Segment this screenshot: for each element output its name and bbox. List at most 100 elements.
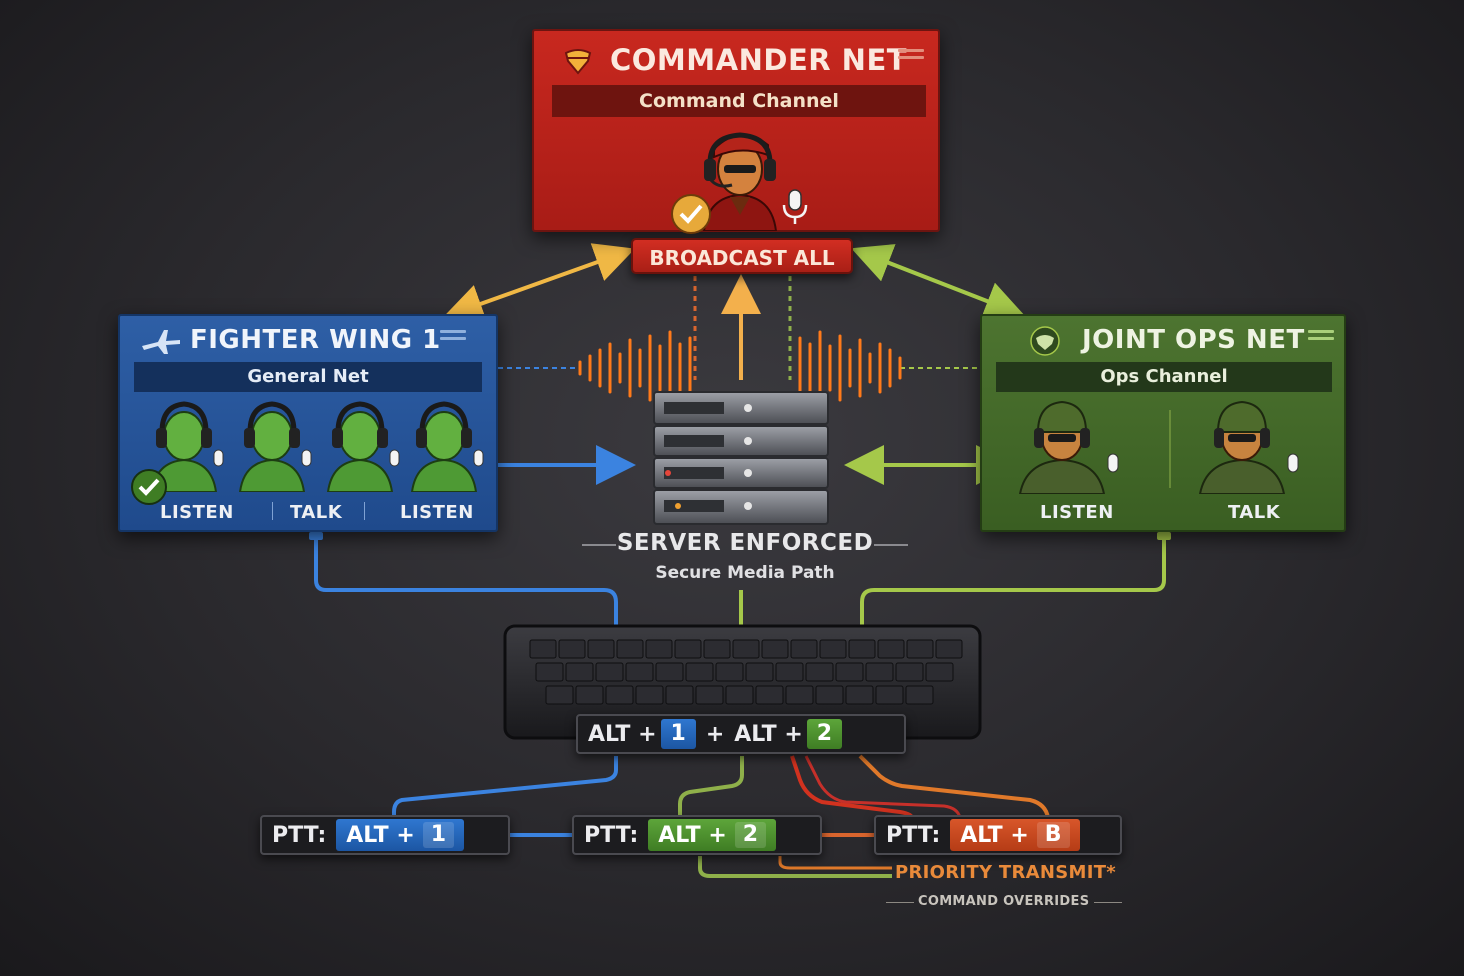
role-divider [364, 502, 365, 520]
joint-ops-subtitle: Ops Channel [996, 362, 1332, 392]
menu-icon[interactable] [898, 49, 924, 63]
priority-transmit-label: PRIORITY TRANSMIT* [895, 862, 1116, 883]
keyboard-key [565, 662, 594, 682]
commander-net-title: COMMANDER NET [610, 43, 908, 77]
ptt-label: PTT: [272, 822, 327, 848]
jack-green [1157, 532, 1171, 540]
keyboard-key [935, 639, 963, 659]
microphone-icon [1107, 453, 1119, 473]
keyboard-key [805, 662, 834, 682]
keyboard-key [685, 662, 714, 682]
keyboard-key [755, 685, 784, 705]
ptt-button-1[interactable]: PTT: ALT + 1 [260, 815, 510, 855]
ptt-mod: ALT + [346, 822, 415, 848]
ptt-mod: ALT + [658, 822, 727, 848]
keyboard-key [785, 685, 814, 705]
keyboard-key [595, 662, 624, 682]
wire-fighter-keyboard [314, 532, 618, 626]
ptt-key[interactable]: 2 [734, 822, 767, 848]
keyboard-key [587, 639, 615, 659]
keyboard-key [845, 685, 874, 705]
check-badge-icon [671, 194, 711, 234]
keyboard-key [545, 685, 574, 705]
keyboard-key [695, 685, 724, 705]
keyboard-key [790, 639, 818, 659]
microphone-icon [389, 449, 400, 467]
ptt-key[interactable]: 1 [422, 822, 455, 848]
jack-blue [309, 532, 323, 540]
broadcast-all-button[interactable]: BROADCAST ALL [631, 238, 853, 274]
keyboard-key [905, 685, 934, 705]
menu-icon[interactable] [1308, 330, 1334, 344]
wire-kbd-ptt3-orange [858, 754, 1050, 819]
keyboard-key [674, 639, 702, 659]
keyboard-key [715, 662, 744, 682]
ptt-key-group[interactable]: ALT + 2 [648, 819, 777, 851]
fighter-wing-title: FIGHTER WING 1 [190, 325, 441, 355]
soldier-avatar-icon [1198, 400, 1286, 494]
ptt-label: PTT: [584, 822, 639, 848]
pilot-avatar-icon [410, 401, 478, 492]
ptt-button-2[interactable]: PTT: ALT + 2 [572, 815, 822, 855]
keyboard-key [819, 639, 847, 659]
microphone-icon [213, 449, 224, 467]
keyboard-key [655, 662, 684, 682]
joint-ops-panel[interactable]: JOINT OPS NET Ops Channel LISTEN TALK [980, 314, 1346, 532]
role-label-listen[interactable]: LISTEN [400, 502, 474, 523]
commander-net-subtitle: Command Channel [552, 85, 926, 117]
ptt-key-group[interactable]: ALT + B [950, 819, 1080, 851]
keyboard-combo[interactable]: ALT + 1 + ALT + 2 [576, 714, 906, 754]
keyboard-key [745, 662, 774, 682]
keyboard-key [775, 662, 804, 682]
keyboard-key [605, 685, 634, 705]
keyboard-key [925, 662, 954, 682]
keyboard-key [865, 662, 894, 682]
joint-ops-title: JOINT OPS NET [1082, 325, 1305, 355]
role-label-listen[interactable]: LISTEN [160, 502, 234, 523]
keyboard-key [815, 685, 844, 705]
command-overrides-label: COMMAND OVERRIDES [918, 894, 1090, 909]
keyboard-key [645, 639, 673, 659]
keyboard-key [665, 685, 694, 705]
role-label-talk[interactable]: TALK [1228, 502, 1281, 523]
keyboard-key [761, 639, 789, 659]
combo-mod2: ALT + [734, 721, 803, 747]
microphone-icon [1287, 453, 1299, 473]
audio-waveform [578, 330, 902, 406]
role-label-talk[interactable]: TALK [290, 502, 343, 523]
pilot-avatar-icon [150, 401, 218, 492]
pilot-avatar-icon [326, 401, 394, 492]
ptt-label: PTT: [886, 822, 941, 848]
shield-icon [564, 49, 592, 75]
keyboard-keys [529, 639, 963, 705]
commander-net-panel[interactable]: COMMANDER NET Command Channel [532, 29, 940, 234]
ptt-button-3[interactable]: PTT: ALT + B [874, 815, 1122, 855]
keyboard-key [725, 685, 754, 705]
keyboard-key [848, 639, 876, 659]
soldier-avatar-icon [1018, 400, 1106, 494]
overrides-rule-right [1094, 902, 1122, 903]
ptt-key[interactable]: B [1036, 822, 1070, 848]
role-label-listen[interactable]: LISTEN [1040, 502, 1114, 523]
arrow-commander-fighter [442, 243, 636, 323]
overrides-rule-left [886, 902, 914, 903]
combo-mod1: ALT + [588, 721, 657, 747]
keyboard-key [558, 639, 586, 659]
soldier-avatar-group [1018, 400, 1299, 494]
combo-key2[interactable]: 2 [806, 719, 843, 749]
keyboard-key [835, 662, 864, 682]
ptt-key-group[interactable]: ALT + 1 [336, 819, 465, 851]
fighter-wing-subtitle: General Net [134, 362, 482, 392]
pilot-avatar-group [150, 401, 484, 492]
wire-ptt2-priority-orange [778, 856, 892, 870]
keyboard-key [895, 662, 924, 682]
fighter-wing-panel[interactable]: FIGHTER WING 1 General Net [118, 314, 498, 532]
wire-jointops-keyboard [860, 532, 1166, 626]
wire-kbd-ptt3-red2 [804, 755, 962, 819]
microphone-icon [301, 449, 312, 467]
combo-key1[interactable]: 1 [660, 719, 696, 749]
wire-kbd-ptt2 [678, 756, 744, 818]
menu-icon[interactable] [440, 330, 466, 344]
wire-kbd-ptt1 [392, 756, 618, 818]
